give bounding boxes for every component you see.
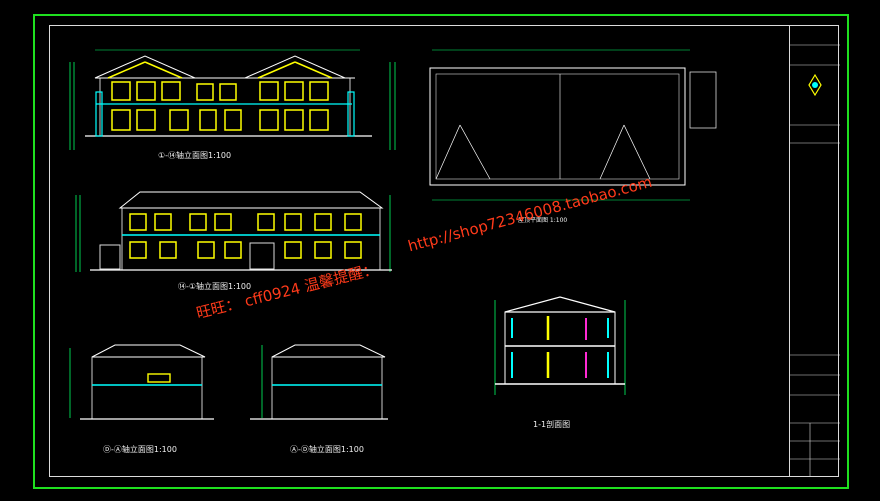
- front-elevation-drawing: ①-⑭轴立面图1:100: [69, 49, 396, 160]
- side-elevation-right-drawing: Ⓐ-Ⓓ轴立面图1:100: [250, 344, 388, 454]
- roof-plan-drawing: 屋顶平面图 1:100: [429, 49, 717, 224]
- elev-1-title: ①-⑭轴立面图1:100: [158, 150, 231, 160]
- rear-elevation-drawing: ⑭-①轴立面图1:100: [75, 191, 392, 291]
- title-block-graphic: [790, 44, 840, 477]
- elev-3-title: Ⓓ-Ⓐ轴立面图1:100: [103, 444, 177, 454]
- elev-4-title: Ⓐ-Ⓓ轴立面图1:100: [290, 444, 364, 454]
- title-block: [789, 25, 840, 477]
- inner-border: [49, 25, 839, 477]
- section-title: 1-1剖面图: [533, 419, 570, 429]
- outer-border: [33, 14, 849, 489]
- elev-2-title: ⑭-①轴立面图1:100: [178, 281, 251, 291]
- side-elevation-left-drawing: Ⓓ-Ⓐ轴立面图1:100: [69, 344, 214, 454]
- roof-plan-title: 屋顶平面图 1:100: [518, 217, 567, 224]
- section-drawing: 1-1剖面图: [494, 296, 626, 429]
